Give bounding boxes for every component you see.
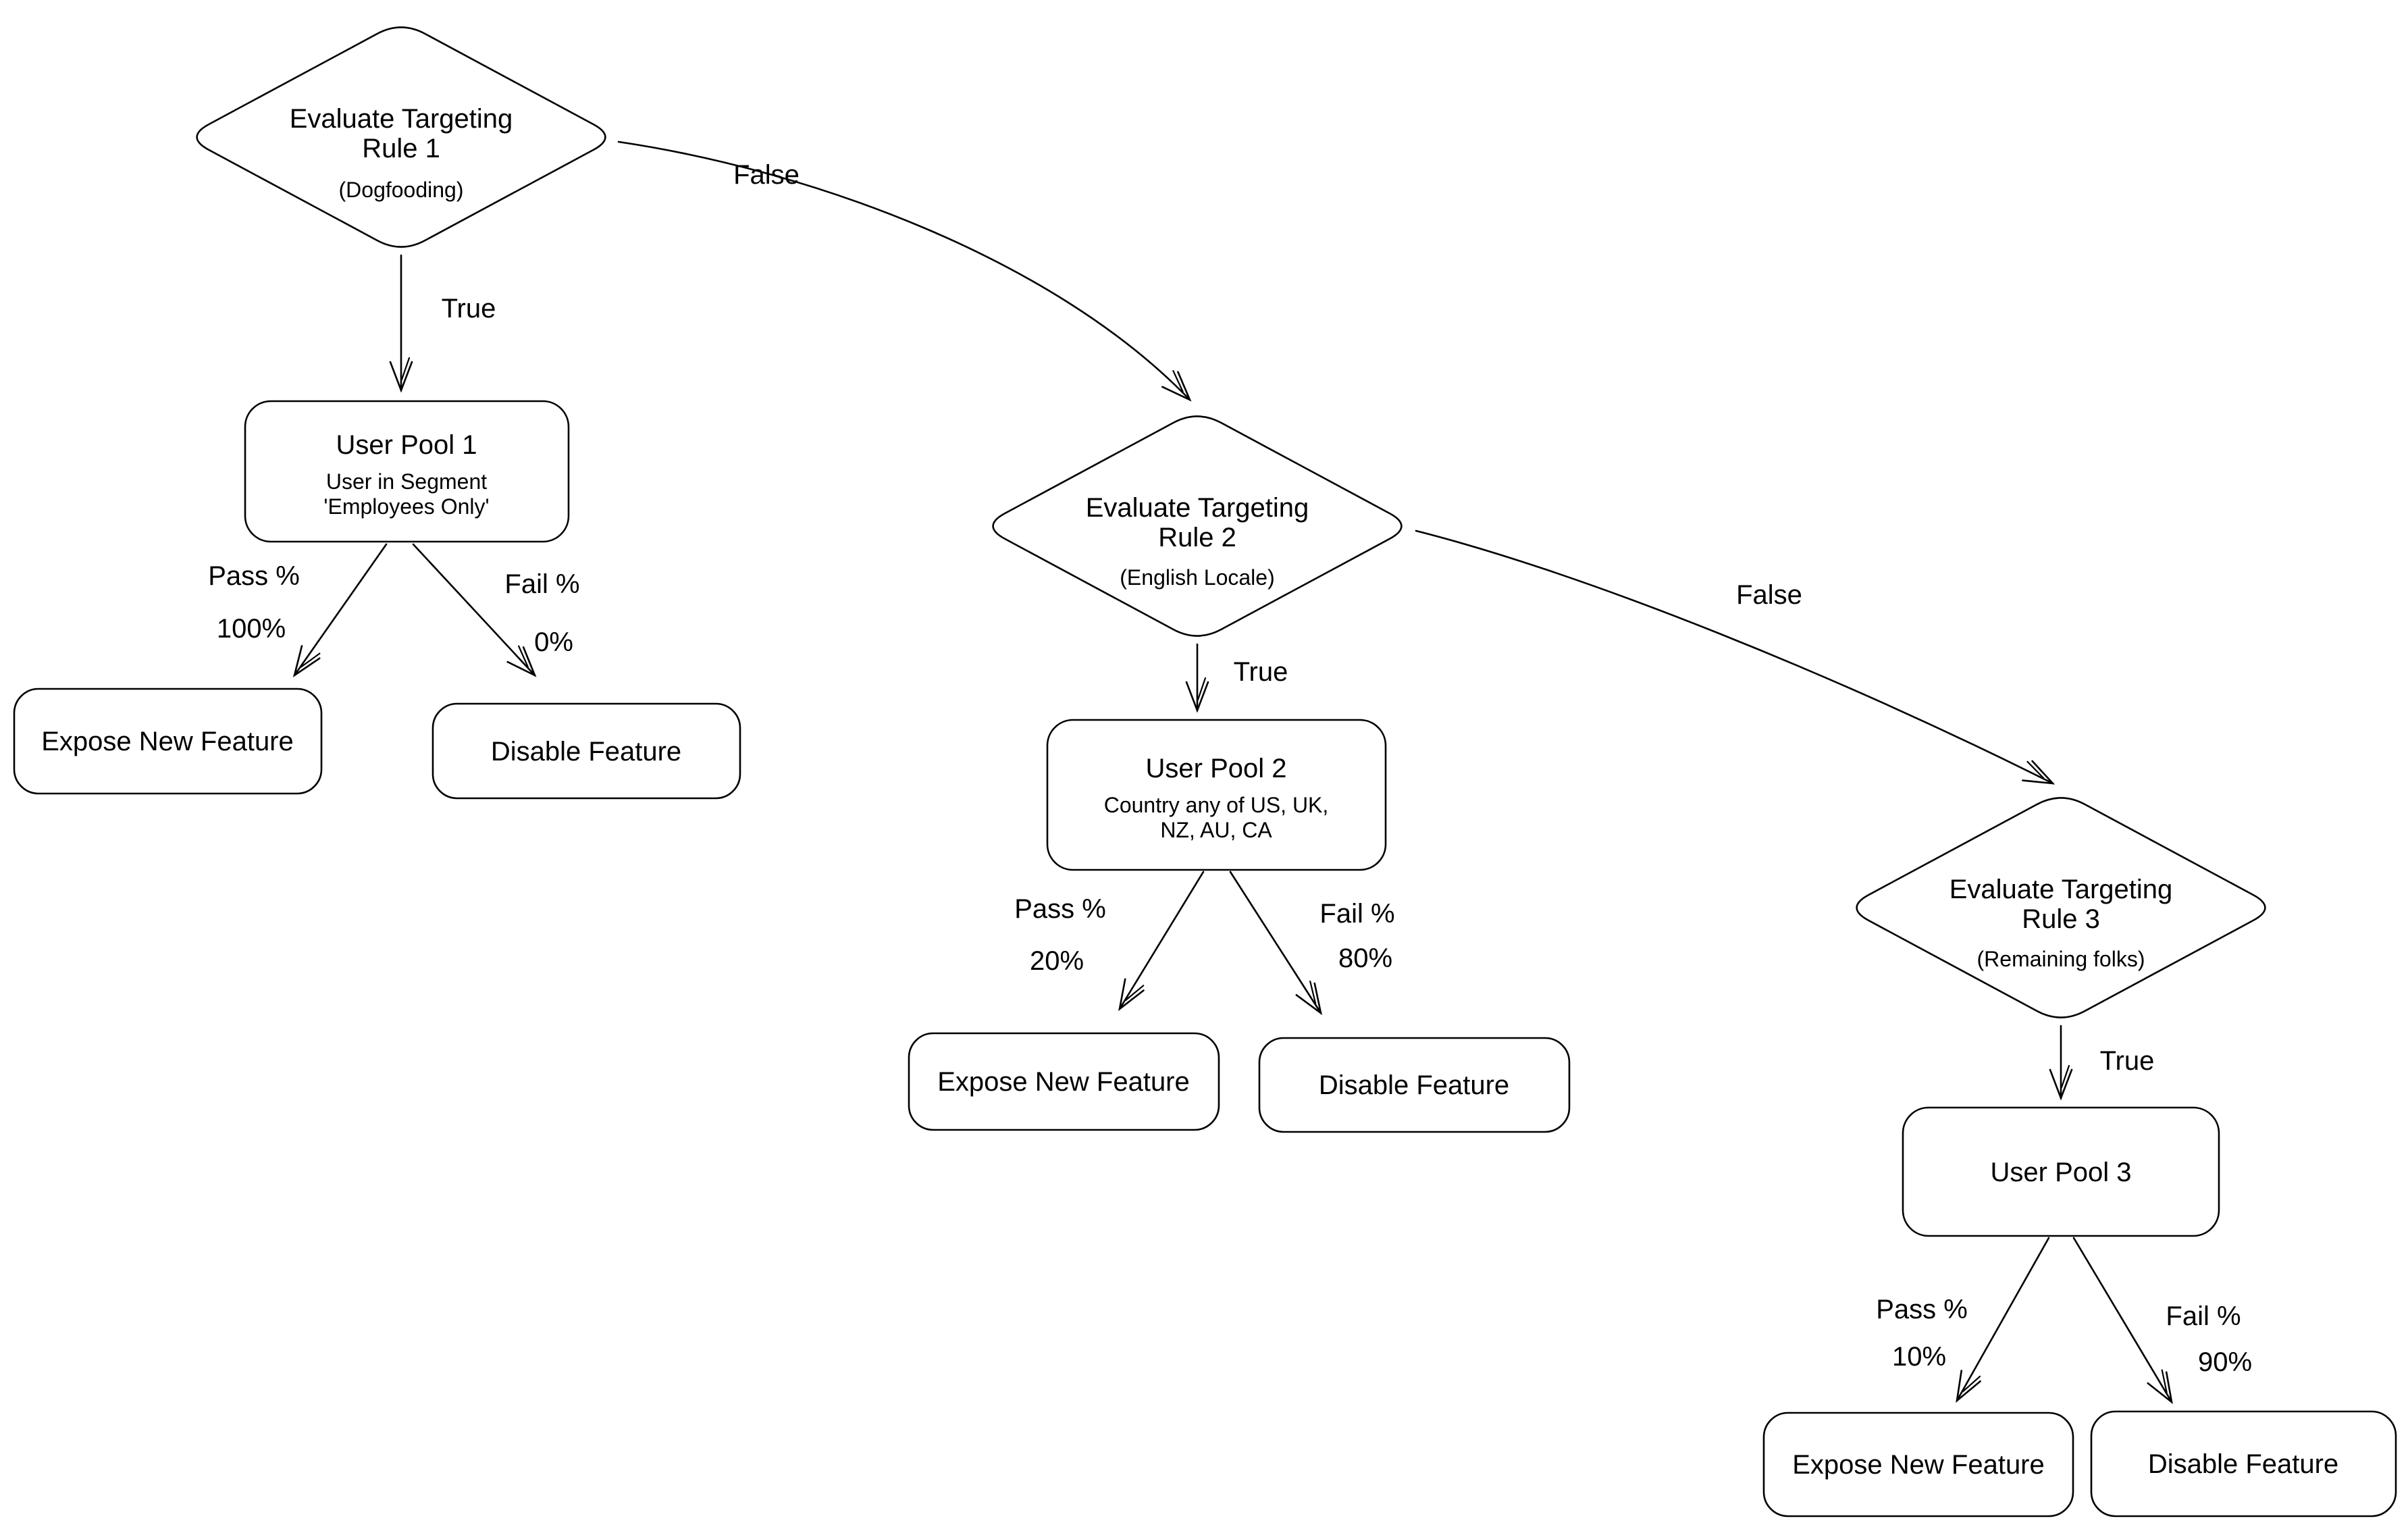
node-expose-feature-2: Expose New Feature <box>908 1032 1220 1131</box>
edge-pool3-fail-arrow <box>2072 1237 2173 1405</box>
edge-value-pool3-pass: 10% <box>1892 1342 1946 1372</box>
edge-pool1-fail-arrow <box>412 543 537 677</box>
edge-labels: True False True False True Pass % 100% F… <box>208 160 2252 1377</box>
pool-subtitle-line2: NZ, AU, CA <box>1160 818 1272 842</box>
decision-rule-3: Evaluate Targeting Rule 3 (Remaining fol… <box>1856 797 2266 1018</box>
pool-title: User Pool 3 <box>1991 1158 2132 1187</box>
outcome-box <box>13 688 323 795</box>
edge-rule1-false-arrow <box>617 140 1192 402</box>
pool-subtitle-line2: 'Employees Only' <box>323 494 489 519</box>
decision-subtitle: (Dogfooding) <box>339 178 464 202</box>
decision-subtitle: (Remaining folks) <box>1977 947 2145 971</box>
decision-title-line2: Rule 3 <box>2022 904 2100 934</box>
edge-label-pool3-pass: Pass % <box>1876 1295 1968 1324</box>
edge-label-pool2-pass: Pass % <box>1014 894 1106 924</box>
edge-label-pool1-pass: Pass % <box>208 561 300 591</box>
pool-title: User Pool 2 <box>1146 754 1287 783</box>
edge-label-rule1-false: False <box>733 160 800 190</box>
decision-title-line2: Rule 1 <box>362 134 440 163</box>
edge-pool3-pass-arrow <box>1956 1237 2050 1403</box>
node-disable-feature-2: Disable Feature <box>1258 1037 1571 1133</box>
node-user-pool-1: User Pool 1 User in Segment 'Employees O… <box>244 400 570 543</box>
edge-rule2-false-arrow <box>1415 529 2056 785</box>
pool-box <box>244 400 570 543</box>
decision-subtitle: (English Locale) <box>1120 565 1274 590</box>
node-disable-feature-3: Disable Feature <box>2090 1410 2397 1518</box>
outcome-box <box>431 702 741 800</box>
pool-subtitle-line1: Country any of US, UK, <box>1104 793 1329 817</box>
pool-subtitle-line1: User in Segment <box>326 469 487 494</box>
edge-label-rule3-true: True <box>2100 1046 2155 1076</box>
edge-label-pool2-fail: Fail % <box>1319 899 1394 929</box>
edge-label-rule1-true: True <box>442 294 496 323</box>
decision-title-line2: Rule 2 <box>1158 523 1236 552</box>
edge-value-pool3-fail: 90% <box>2198 1347 2252 1377</box>
node-expose-feature-3: Expose New Feature <box>1762 1411 2074 1518</box>
node-user-pool-3: User Pool 3 <box>1902 1106 2220 1237</box>
node-disable-feature-1: Disable Feature <box>431 702 741 800</box>
edge-label-rule2-false: False <box>1736 580 1802 610</box>
edge-pool2-pass-arrow <box>1118 871 1205 1012</box>
edge-label-pool3-fail: Fail % <box>2166 1301 2241 1331</box>
outcome-label: Disable Feature <box>1319 1070 1509 1100</box>
outcome-box <box>1258 1037 1571 1133</box>
decision-rule-1: Evaluate Targeting Rule 1 (Dogfooding) <box>196 26 606 248</box>
edges <box>292 140 2173 1405</box>
diamond-shape <box>196 26 606 248</box>
node-expose-feature-1: Expose New Feature <box>13 688 323 795</box>
edge-value-pool1-pass: 100% <box>217 614 286 644</box>
edge-label-pool1-fail: Fail % <box>504 569 579 599</box>
pool-title: User Pool 1 <box>336 430 477 460</box>
outcome-label: Expose New Feature <box>41 727 294 756</box>
outcome-label: Expose New Feature <box>937 1067 1190 1097</box>
edge-value-pool2-pass: 20% <box>1030 946 1084 976</box>
outcome-label: Disable Feature <box>491 737 681 767</box>
edge-pool1-pass-arrow <box>292 543 388 677</box>
outcome-label: Disable Feature <box>2148 1449 2338 1479</box>
outcome-box <box>908 1032 1220 1131</box>
edge-label-rule2-true: True <box>1234 657 1288 687</box>
edge-pool2-fail-arrow <box>1229 871 1322 1016</box>
decision-title-line1: Evaluate Targeting <box>1086 493 1309 523</box>
decision-title-line1: Evaluate Targeting <box>1949 875 2173 904</box>
decision-rule-2: Evaluate Targeting Rule 2 (English Local… <box>992 415 1403 637</box>
outcome-label: Expose New Feature <box>1792 1450 2045 1480</box>
edge-value-pool1-fail: 0% <box>534 627 573 657</box>
diamond-shape <box>1856 797 2266 1018</box>
diamond-shape <box>992 415 1403 637</box>
node-user-pool-2: User Pool 2 Country any of US, UK, NZ, A… <box>1046 719 1387 871</box>
pool-box <box>1902 1106 2220 1237</box>
pool-box <box>1046 719 1387 871</box>
decision-title-line1: Evaluate Targeting <box>290 104 513 134</box>
edge-value-pool2-fail: 80% <box>1338 943 1392 973</box>
outcome-box <box>2090 1410 2397 1518</box>
outcome-box <box>1762 1411 2074 1518</box>
